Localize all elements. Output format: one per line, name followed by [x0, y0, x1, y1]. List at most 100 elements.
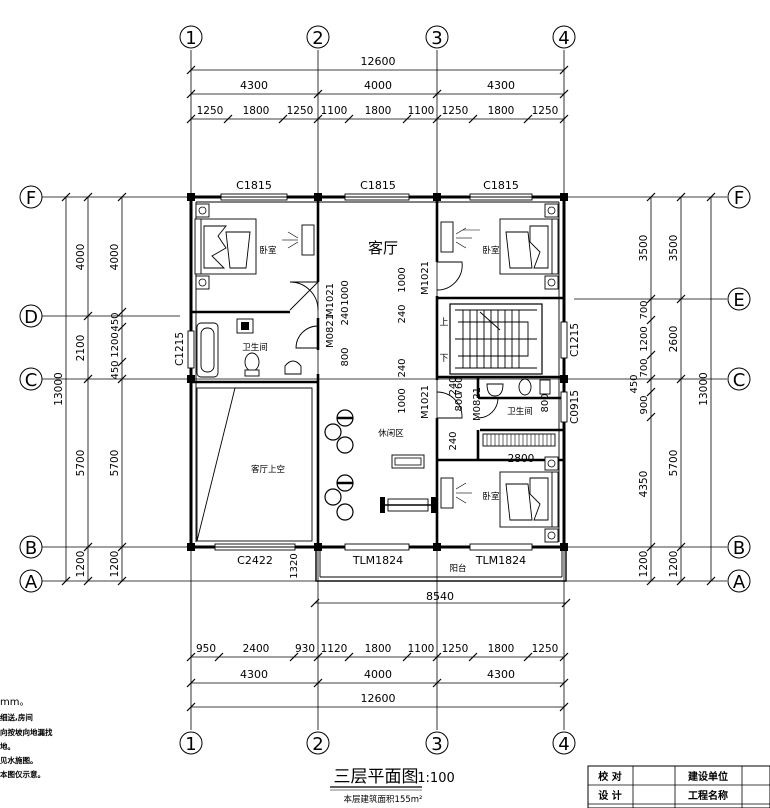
svg-text:A: A [733, 572, 746, 593]
svg-text:3500: 3500 [638, 235, 650, 262]
axis-B-left: B [19, 535, 43, 559]
svg-text:D: D [24, 307, 38, 328]
svg-text:12600: 12600 [361, 55, 396, 68]
svg-text:4300: 4300 [240, 668, 268, 681]
svg-text:1100: 1100 [408, 643, 435, 655]
svg-text:13000: 13000 [698, 372, 710, 405]
svg-text:3: 3 [431, 734, 442, 755]
svg-text:1: 1 [185, 734, 196, 755]
door-label: M0821 [472, 387, 483, 421]
drawing-title: 三层平面图 1:100 本层建筑面积155m² [330, 767, 455, 805]
room-label-bathroom: 卫生间 [242, 342, 268, 353]
svg-text:mm。: mm。 [0, 697, 29, 708]
svg-text:700: 700 [639, 358, 650, 377]
svg-text:1200: 1200 [75, 551, 87, 578]
svg-text:1800: 1800 [365, 643, 392, 655]
svg-text:8540: 8540 [426, 590, 454, 603]
svg-text:1200: 1200 [110, 332, 121, 357]
svg-text:F: F [734, 188, 744, 209]
general-notes: mm。 细送,房间 向按坡向地漏找 地。 见水施图。 本图仅示意。 [0, 697, 53, 779]
axis-bubbles: 1 2 3 4 1 2 3 4 F D C B A F E C B A [19, 25, 751, 755]
svg-text:2100: 2100 [75, 335, 87, 362]
svg-text:3500: 3500 [668, 235, 680, 262]
svg-text:见水施图。: 见水施图。 [0, 755, 38, 765]
opening-labels: C1815 C1815 C1815 C1215 C1215 C0915 C242… [174, 179, 581, 579]
svg-text:4300: 4300 [487, 79, 515, 92]
drawing-scale: 1:100 [417, 771, 454, 786]
axis-A-right: A [727, 569, 751, 593]
svg-text:校 对: 校 对 [598, 770, 621, 783]
svg-text:设 计: 设 计 [598, 789, 621, 802]
svg-text:本图仅示意。: 本图仅示意。 [0, 769, 45, 779]
stair-down-label: 下 [439, 354, 448, 364]
axis-grid-lines [42, 50, 727, 730]
top-dimensions: 12600 4300 4000 4300 1250 1800 1250 1100… [186, 55, 569, 124]
title-block: 校 对 建设单位 设 计 工程名称 [587, 765, 770, 808]
svg-text:450: 450 [110, 360, 121, 379]
room-label-bedroom: 卧室 [482, 245, 500, 256]
room-label-living: 客厅 [368, 239, 398, 257]
room-label-void: 客厅上空 [251, 464, 285, 475]
door-label: M0821 [325, 314, 336, 348]
doors [289, 261, 499, 419]
svg-text:建设单位: 建设单位 [687, 770, 728, 783]
svg-text:800: 800 [540, 393, 551, 412]
window-label: C0915 [569, 390, 581, 424]
stair-up-label: 上 [439, 317, 448, 328]
svg-text:F: F [26, 188, 36, 209]
svg-text:细送,房间: 细送,房间 [0, 712, 33, 722]
axis-3-top: 3 [425, 25, 449, 49]
axis-A-left: A [19, 569, 43, 593]
svg-text:1100: 1100 [321, 105, 348, 117]
svg-text:1200: 1200 [109, 551, 121, 578]
svg-text:工程名称: 工程名称 [688, 789, 728, 802]
axis-D-left: D [19, 304, 43, 328]
window-label: C2422 [237, 554, 273, 567]
svg-text:4: 4 [558, 734, 569, 755]
door-label: TLM1824 [352, 554, 403, 567]
svg-text:800: 800 [340, 347, 351, 366]
room-labels: 卧室 卧室 卧室 客厅 卫生间 卫生间 客厅上空 休闲区 阳台 上 下 [242, 239, 533, 574]
door-label: M1021 [420, 261, 431, 295]
svg-text:1000: 1000 [397, 388, 408, 413]
svg-text:4300: 4300 [487, 668, 515, 681]
svg-text:向按坡向地漏找: 向按坡向地漏找 [0, 727, 53, 737]
room-label-bedroom: 卧室 [482, 491, 500, 502]
svg-text:2400: 2400 [243, 643, 270, 655]
svg-text:1200: 1200 [638, 551, 650, 578]
svg-text:930: 930 [295, 643, 315, 655]
svg-text:1250: 1250 [442, 105, 469, 117]
svg-text:240: 240 [397, 304, 408, 323]
svg-text:5700: 5700 [109, 450, 121, 477]
axis-4-bottom: 4 [552, 731, 576, 755]
svg-text:4000: 4000 [109, 244, 121, 271]
svg-text:760: 760 [454, 376, 465, 395]
bottom-dimensions: 950 2400 930 1120 1800 1100 1250 1800 12… [186, 590, 571, 712]
drawing-title-text: 三层平面图 [334, 767, 419, 787]
svg-text:地。: 地。 [0, 741, 15, 751]
room-label-balcony: 阳台 [449, 563, 466, 574]
room-label-leisure: 休闲区 [378, 428, 404, 439]
svg-text:1200: 1200 [639, 326, 650, 351]
svg-text:1250: 1250 [287, 105, 314, 117]
svg-text:2800: 2800 [508, 453, 535, 465]
svg-text:2: 2 [312, 734, 323, 755]
svg-text:1250: 1250 [532, 105, 559, 117]
door-label: M1021 [420, 385, 431, 419]
svg-text:C: C [733, 370, 746, 391]
axis-F-left: F [19, 185, 43, 209]
svg-text:1800: 1800 [488, 643, 515, 655]
svg-text:1000: 1000 [340, 280, 351, 305]
axis-C-right: C [727, 367, 751, 391]
svg-text:240: 240 [397, 358, 408, 377]
svg-text:450: 450 [629, 374, 640, 393]
svg-text:1250: 1250 [442, 643, 469, 655]
axis-2-bottom: 2 [306, 731, 330, 755]
svg-text:900: 900 [639, 395, 650, 414]
svg-text:2: 2 [312, 28, 323, 49]
svg-text:B: B [25, 538, 37, 559]
svg-text:12600: 12600 [361, 692, 396, 705]
left-dimensions: 13000 4000 2100 5700 1200 4000 450 1200 … [53, 192, 127, 586]
axis-B-right: B [727, 535, 751, 559]
svg-text:13000: 13000 [53, 372, 65, 405]
